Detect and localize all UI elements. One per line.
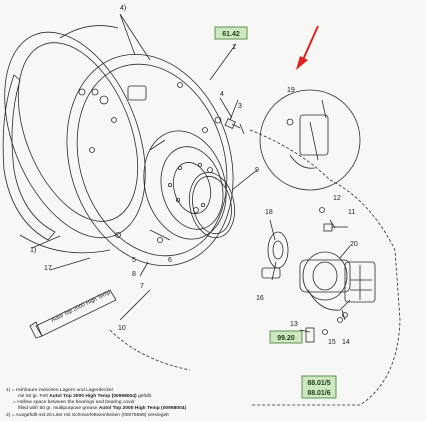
grease-tube <box>29 289 117 339</box>
svg-text:99.20: 99.20 <box>277 335 295 342</box>
part-label-10: 10 <box>118 325 126 332</box>
part-label-11: 11 <box>348 209 355 216</box>
part-label-20: 20 <box>350 241 358 248</box>
bearing-hub <box>143 130 227 241</box>
part-label-3: 3 <box>238 103 242 110</box>
housing-outline <box>2 25 146 254</box>
detail-inset <box>259 89 361 191</box>
o-ring <box>189 171 235 239</box>
part-label-16: 16 <box>256 295 264 302</box>
part-label-15: 15 <box>328 339 336 346</box>
bolt-3 <box>224 118 245 135</box>
washer-4 <box>214 116 222 124</box>
note-line-4: filled with 50 gr. multipurpose grease A… <box>18 406 187 411</box>
part-label-5: 5 <box>132 257 136 264</box>
svg-text:61.42: 61.42 <box>222 31 240 38</box>
note-line-5: 2) = Ausgefüllt mit 25 Liter mit Schmier… <box>6 413 169 418</box>
part-label-4-top: 4) <box>120 5 126 12</box>
washer-12 <box>319 207 325 213</box>
o-ring-inner <box>192 175 232 235</box>
note-line-1: 1) = Hohlraum zwischen Lagern und Lagerd… <box>6 388 306 394</box>
ref-box-99-20: 99.20 <box>269 330 303 344</box>
note-marker: 1) = <box>6 388 15 393</box>
part-label-18: 18 <box>265 209 273 216</box>
part-label-19: 19 <box>287 87 295 94</box>
part-label-12: 12 <box>333 195 341 202</box>
part-label-9: 9 <box>255 167 259 174</box>
note-line-3: = Hollow space between the bearings and … <box>13 400 135 405</box>
part-label-17: 17 <box>44 265 52 272</box>
cover-outline <box>249 129 401 406</box>
ref-box-61-42: 61.42 <box>214 26 248 40</box>
part-16 <box>261 267 281 279</box>
part-13 <box>305 327 315 343</box>
part-label-1: 1 <box>232 44 236 51</box>
ref-box-88-01: 88.01/5 88.01/6 <box>301 375 337 399</box>
flange-plate <box>66 53 234 267</box>
part-label-8: 8 <box>132 271 136 278</box>
bolt-11 <box>323 223 348 232</box>
red-arrow <box>296 25 319 70</box>
note-line-2: mit 50 gr. Fett Autol Top 2000 High Temp… <box>18 394 152 399</box>
motor-assembly <box>267 231 376 323</box>
part-label-13: 13 <box>290 321 298 328</box>
svg-text:88.01/6: 88.01/6 <box>307 390 330 397</box>
part-label-14: 14 <box>342 339 350 346</box>
part-label-7: 7 <box>140 283 144 290</box>
note-text-de: Hohlraum zwischen Lagern und Lagerdeckel <box>15 388 113 393</box>
part-label-6: 6 <box>168 257 172 264</box>
svg-text:88.01/5: 88.01/5 <box>307 380 330 387</box>
part-label-4: 4 <box>220 91 224 98</box>
part-label-1-note: 1) <box>30 247 36 254</box>
part-15 <box>322 329 328 335</box>
